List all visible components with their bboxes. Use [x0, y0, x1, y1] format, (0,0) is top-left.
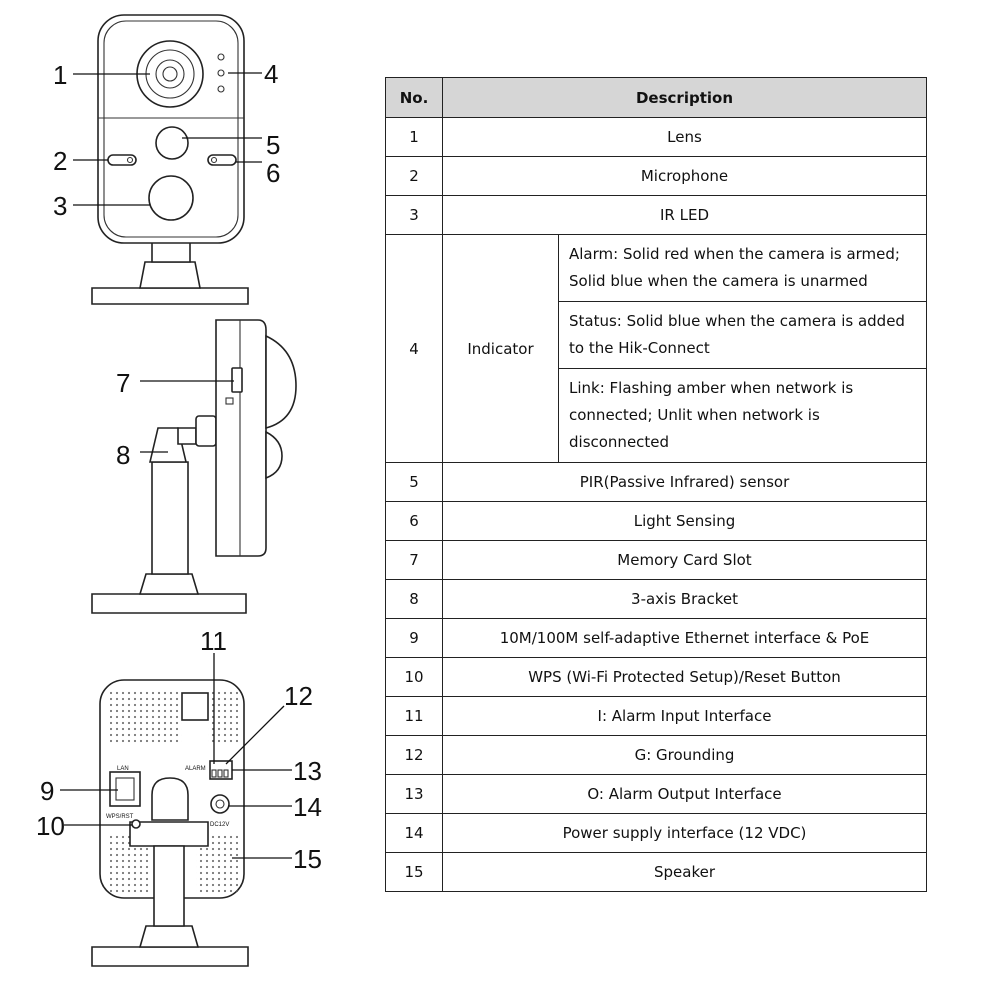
row-description: I: Alarm Input Interface [442, 696, 927, 736]
row-description: Light Sensing [442, 501, 927, 541]
callout-numbers: 1 2 3 4 5 6 7 8 9 10 11 12 13 14 15 [36, 59, 322, 874]
callout-15: 15 [293, 844, 322, 874]
row-number: 4 [385, 234, 443, 463]
callout-3: 3 [53, 191, 67, 221]
wps-label: WPS/RST [106, 814, 134, 820]
indicator-detail: Link: Flashing amber when network is con… [558, 368, 927, 463]
callout-2: 2 [53, 146, 67, 176]
dc-label: DC12V [210, 822, 229, 828]
header-no: No. [385, 77, 443, 118]
indicator-row: Status: Solid blue when the camera is ad… [386, 301, 927, 369]
callout-7: 7 [116, 368, 130, 398]
row-number: 9 [385, 618, 443, 658]
side-view [91, 319, 297, 614]
callout-11: 11 [200, 626, 227, 656]
row-description: Power supply interface (12 VDC) [442, 813, 927, 853]
row-number: 1 [385, 117, 443, 157]
callout-5: 5 [266, 130, 280, 160]
row-description: 3-axis Bracket [442, 579, 927, 619]
table-header-row: No. Description [385, 77, 927, 118]
row-description: Microphone [442, 156, 927, 196]
row-number: 13 [385, 774, 443, 814]
row-description: Memory Card Slot [442, 540, 927, 580]
row-number: 14 [385, 813, 443, 853]
row-number: 15 [385, 852, 443, 892]
callout-lines [60, 72, 292, 859]
row-description: Lens [442, 117, 927, 157]
row-number: 7 [385, 540, 443, 580]
rear-view: LAN WPS/RST ALARM DC12V [91, 679, 249, 967]
indicator-detail: Status: Solid blue when the camera is ad… [558, 301, 927, 369]
row-description: WPS (Wi-Fi Protected Setup)/Reset Button [442, 657, 927, 697]
front-view [91, 14, 249, 305]
row-number: 6 [385, 501, 443, 541]
row-number: 3 [385, 195, 443, 235]
callout-12: 12 [284, 681, 313, 711]
row-number: 11 [385, 696, 443, 736]
row-number: 5 [385, 462, 443, 502]
row-number: 10 [385, 657, 443, 697]
lan-label: LAN [117, 766, 129, 772]
row-description: G: Grounding [442, 735, 927, 775]
row-description: 10M/100M self-adaptive Ethernet interfac… [442, 618, 927, 658]
callout-9: 9 [40, 776, 54, 806]
callout-14: 14 [293, 792, 322, 822]
callout-10: 10 [36, 811, 65, 841]
row-description: O: Alarm Output Interface [442, 774, 927, 814]
callout-1: 1 [53, 60, 67, 90]
row-description: PIR(Passive Infrared) sensor [442, 462, 927, 502]
row-description: Speaker [442, 852, 927, 892]
indicator-label: Indicator [442, 234, 559, 463]
row-number: 2 [385, 156, 443, 196]
header-description: Description [442, 77, 927, 118]
alarm-label: ALARM [185, 766, 206, 772]
callout-6: 6 [266, 158, 280, 188]
indicator-detail: Alarm: Solid red when the camera is arme… [558, 234, 927, 302]
callout-13: 13 [293, 756, 322, 786]
indicator-row: Link: Flashing amber when network is con… [386, 368, 927, 463]
camera-diagram: LAN WPS/RST ALARM DC12V 1 2 3 4 [36, 14, 322, 967]
row-number: 8 [385, 579, 443, 619]
callout-8: 8 [116, 440, 130, 470]
callout-4: 4 [264, 59, 278, 89]
row-description: IR LED [442, 195, 927, 235]
row-number: 12 [385, 735, 443, 775]
